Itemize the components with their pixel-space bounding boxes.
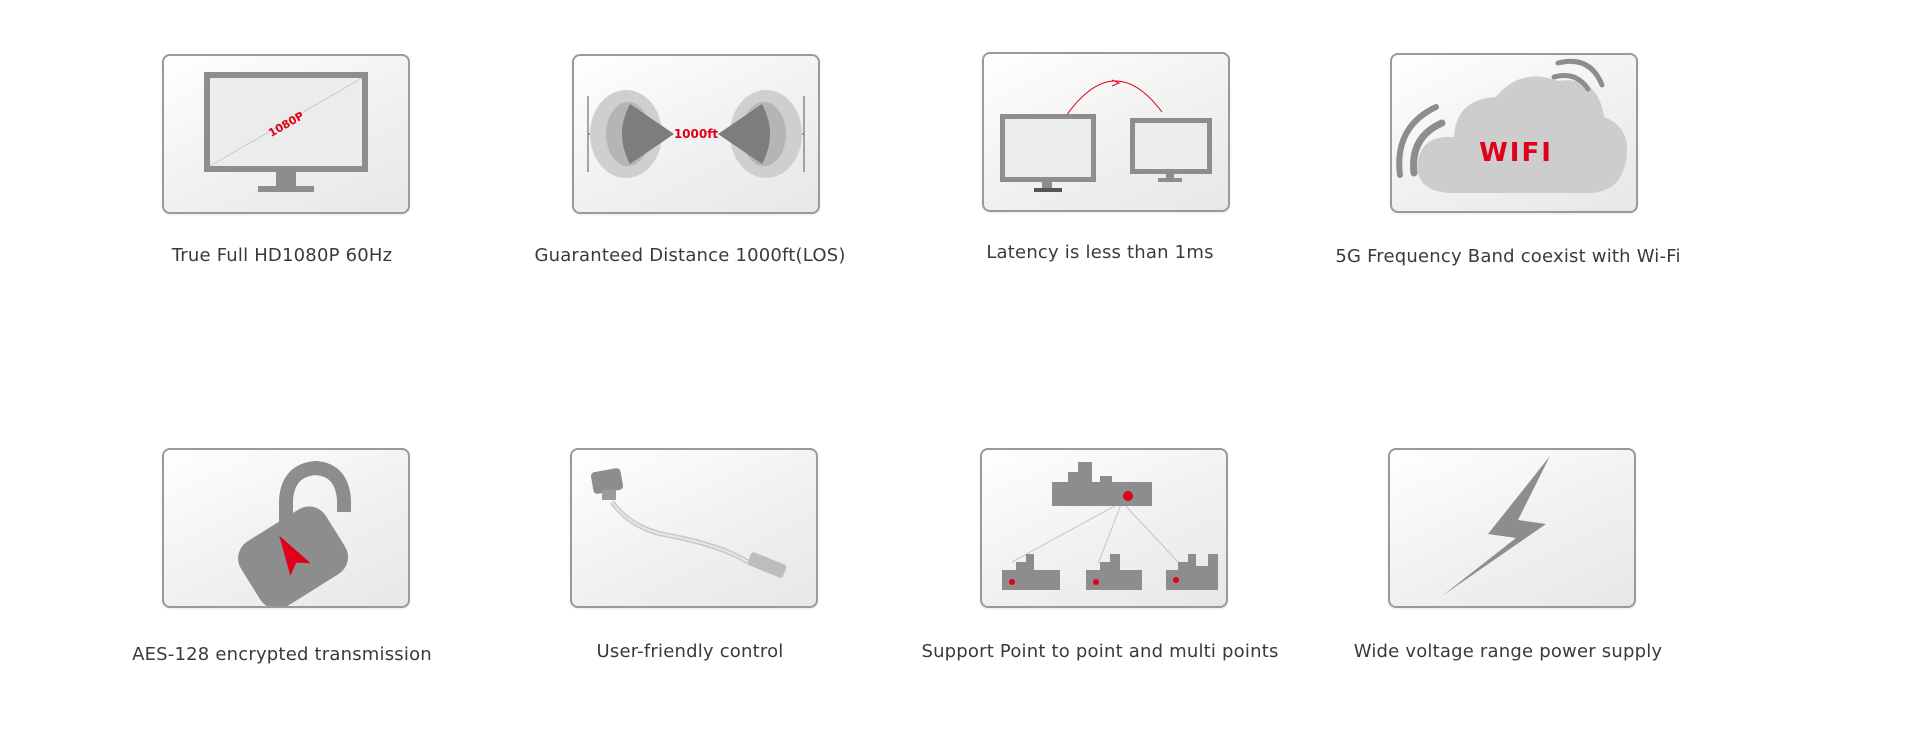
multi-point-icon [1002, 462, 1218, 590]
feature-card: 1000ft [572, 54, 820, 214]
feature-caption: Latency is less than 1ms [986, 242, 1214, 263]
feature-caption: Guaranteed Distance 1000ft(LOS) [534, 245, 846, 266]
wifi-cloud-icon: WIFI [1396, 58, 1628, 193]
feature-card [1388, 448, 1636, 608]
distance-icon: 1000ft [587, 90, 805, 178]
feature-caption: True Full HD1080P 60Hz [171, 245, 393, 266]
feature-card: 1080P [162, 54, 410, 214]
feature-caption: AES-128 encrypted transmission [132, 644, 432, 665]
padlock-icon [238, 460, 351, 606]
feature-caption: 5G Frequency Band coexist with Wi-Fi [1335, 246, 1681, 267]
monitor-1080p-icon: 1080P [204, 72, 368, 192]
cable-icon [590, 468, 787, 578]
feature-card [982, 52, 1230, 212]
lightning-bolt-icon [1442, 456, 1550, 596]
feature-card [980, 448, 1228, 608]
feature-caption: Support Point to point and multi points [921, 641, 1279, 662]
feature-caption: Wide voltage range power supply [1353, 641, 1663, 662]
distance-label: 1000ft [674, 127, 719, 141]
latency-monitors-icon [1000, 79, 1212, 192]
feature-card [162, 448, 410, 608]
feature-card: WIFI [1390, 53, 1638, 213]
feature-caption: User-friendly control [596, 641, 784, 662]
feature-card [570, 448, 818, 608]
wifi-label: WIFI [1479, 138, 1553, 168]
